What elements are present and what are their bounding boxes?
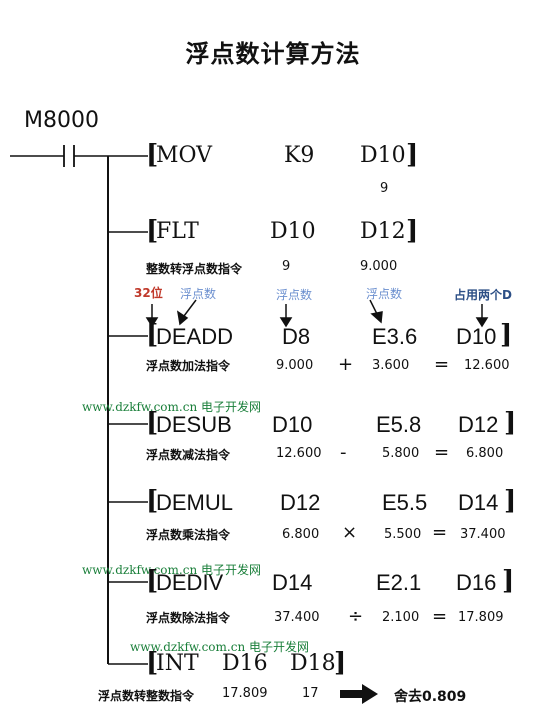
value: 9.000 — [360, 259, 398, 274]
bracket-open: [ — [146, 408, 159, 438]
operator: + — [338, 354, 354, 375]
operator: = — [434, 442, 450, 463]
instruction-op: DEDIV — [156, 570, 224, 595]
result-arrow-icon — [340, 684, 378, 704]
bracket-close: ] — [334, 648, 347, 678]
watermark: www.dzkfw.com.cn 电子开发网 — [82, 400, 262, 414]
bracket-open: [ — [146, 320, 159, 350]
bracket-open: [ — [146, 216, 159, 246]
bracket-open: [ — [146, 486, 159, 516]
operand-a: K9 — [284, 143, 315, 168]
operand-a: D10 — [272, 412, 313, 437]
instruction-desc: 浮点数除法指令 — [146, 611, 231, 625]
contact-label: M8000 — [24, 108, 99, 133]
annotation-two-d: 占用两个D — [454, 288, 512, 302]
instruction-desc: 浮点数乘法指令 — [146, 528, 231, 542]
operator: = — [434, 354, 450, 375]
value: 9 — [282, 259, 291, 274]
operand-b: E5.5 — [382, 490, 428, 515]
operand-c: D16 — [456, 570, 497, 595]
operator: × — [342, 522, 358, 543]
bracket-open: [ — [146, 566, 159, 596]
operand-a: D8 — [282, 324, 311, 349]
value: 5.800 — [382, 446, 420, 461]
annotation-float: 浮点数 — [366, 287, 403, 301]
instruction-desc: 浮点数减法指令 — [146, 448, 231, 462]
instruction-op: MOV — [156, 143, 213, 168]
instruction-desc: 浮点数转整数指令 — [98, 689, 195, 703]
operand-b: D18 — [290, 651, 336, 676]
annotation-32bit: 32位 — [134, 286, 163, 300]
page-title: 浮点数计算方法 — [185, 40, 361, 68]
value: 6.800 — [466, 446, 504, 461]
annotation-float: 浮点数 — [276, 288, 313, 302]
bracket-open: [ — [146, 140, 159, 170]
operand-b: D10 — [360, 143, 406, 168]
value: 37.400 — [274, 610, 320, 625]
result-note: 舍去0.809 — [394, 689, 467, 705]
bracket-close: ] — [502, 566, 515, 596]
value: 12.600 — [464, 358, 510, 373]
value: 9.000 — [276, 358, 314, 373]
instruction-op: DESUB — [156, 412, 232, 437]
bracket-close: ] — [406, 140, 419, 170]
operator: = — [432, 606, 448, 627]
bracket-close: ] — [504, 408, 517, 438]
instruction-op: FLT — [156, 219, 199, 244]
operand-b: E2.1 — [376, 570, 422, 595]
operand-b: D12 — [360, 219, 406, 244]
operator: ÷ — [348, 606, 364, 627]
operator: - — [340, 442, 347, 463]
operator: = — [432, 522, 448, 543]
value: 12.600 — [276, 446, 322, 461]
value: 17 — [302, 686, 319, 701]
operand-c: D12 — [458, 412, 499, 437]
bracket-close: ] — [504, 486, 517, 516]
value: 2.100 — [382, 610, 420, 625]
operand-a: D16 — [222, 651, 268, 676]
value: 3.600 — [372, 358, 410, 373]
value: 17.809 — [458, 610, 504, 625]
operand-a: D14 — [272, 570, 313, 595]
value: 17.809 — [222, 686, 268, 701]
operand-c: D10 — [456, 324, 497, 349]
value: 5.500 — [384, 527, 422, 542]
bracket-close: ] — [406, 216, 419, 246]
operand-a: D10 — [270, 219, 316, 244]
bracket-open: [ — [146, 648, 159, 678]
annotation-arrows — [145, 299, 489, 328]
instruction-desc: 浮点数加法指令 — [146, 359, 231, 373]
instruction-op: DEADD — [156, 324, 234, 349]
operand-c: D14 — [458, 490, 499, 515]
instruction-op: DEMUL — [156, 490, 234, 515]
instruction-desc: 整数转浮点数指令 — [146, 262, 243, 276]
operand-b: E5.8 — [376, 412, 422, 437]
annotation-float: 浮点数 — [180, 287, 217, 301]
watermark: www.dzkfw.com.cn 电子开发网 — [82, 563, 262, 577]
instruction-op: INT — [156, 651, 199, 676]
operand-b: E3.6 — [372, 324, 418, 349]
operand-a: D12 — [280, 490, 321, 515]
watermark: www.dzkfw.com.cn 电子开发网 — [130, 640, 310, 654]
value: 9 — [380, 181, 389, 196]
value: 6.800 — [282, 527, 320, 542]
value: 37.400 — [460, 527, 506, 542]
bracket-close: ] — [500, 320, 513, 350]
